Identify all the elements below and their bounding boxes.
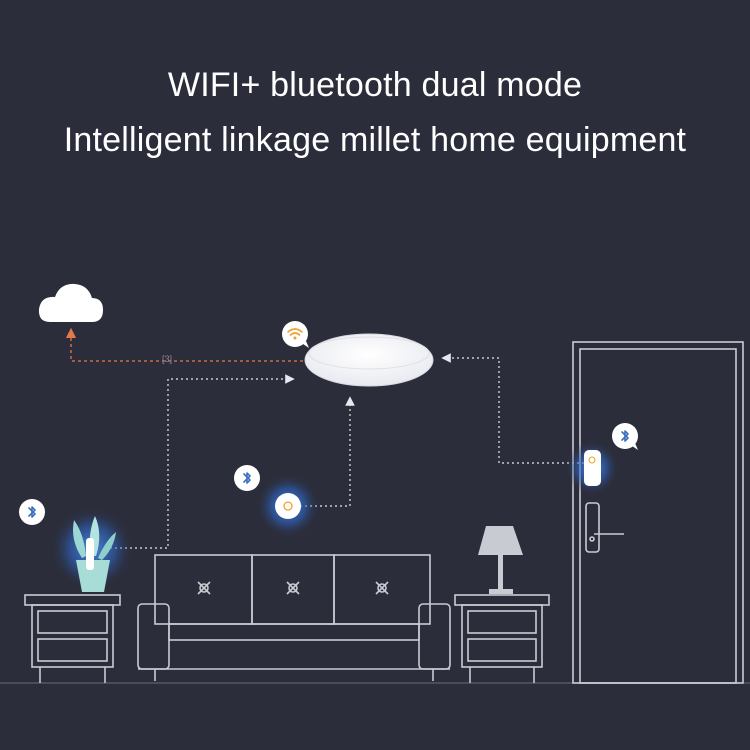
door-sensor-icon [565, 441, 619, 495]
bluetooth-icon [612, 423, 638, 450]
bluetooth-icon [234, 465, 260, 491]
plant-sensor-icon [50, 507, 134, 592]
link-label: [3] [162, 354, 172, 364]
wifi-icon [282, 321, 309, 348]
cloud-icon [38, 283, 103, 322]
table-lamp-icon [478, 526, 523, 594]
door-icon [572, 341, 744, 684]
left-nightstand [24, 594, 121, 683]
headline-title: WIFI+ bluetooth dual mode [167, 66, 583, 104]
headline-subtitle: Intelligent linkage millet home equipmen… [63, 121, 687, 159]
bluetooth-icon [19, 499, 45, 525]
sofa-icon [137, 554, 451, 681]
device-links [110, 353, 584, 549]
door-lock-icon [585, 502, 624, 553]
ceiling-lamp-icon [304, 333, 434, 387]
right-nightstand [454, 594, 550, 683]
wireless-switch-icon [256, 474, 320, 538]
cloud-link: [3] [65, 327, 303, 364]
